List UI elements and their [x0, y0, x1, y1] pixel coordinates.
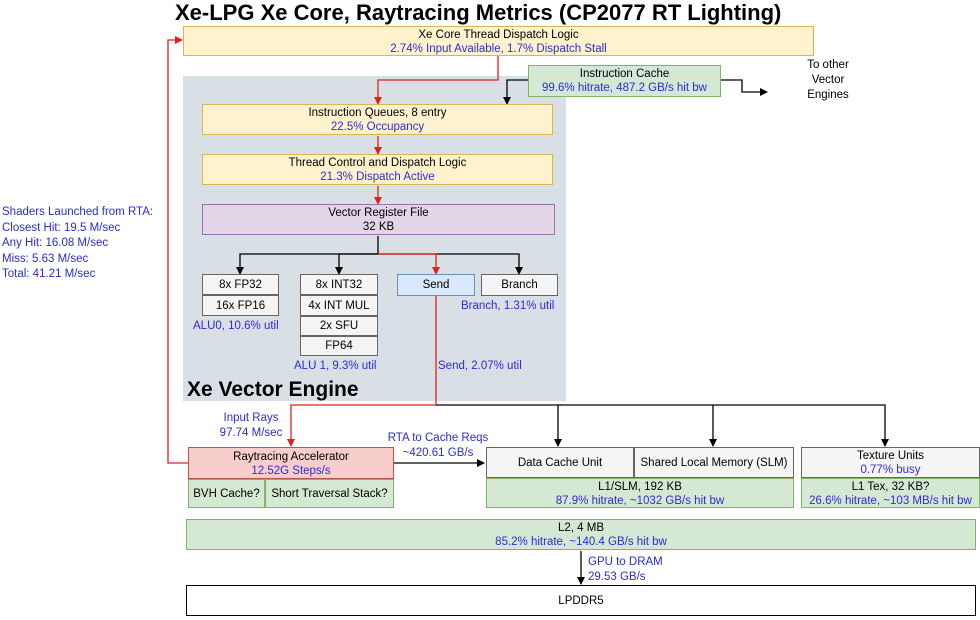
shared-local-memory: Shared Local Memory (SLM): [634, 447, 794, 478]
vrf-name: Vector Register File: [328, 207, 429, 219]
l2-name: L2, 4 MB: [557, 522, 605, 534]
l1-metric: 87.9% hitrate, ~1032 GB/s hit bw: [555, 495, 725, 507]
data-cache-unit: Data Cache Unit: [486, 447, 634, 478]
icache-name: Instruction Cache: [579, 68, 670, 80]
l1tex-metric: 26.6% hitrate, ~103 MB/s hit bw: [809, 495, 972, 507]
other-engines-label: To other Vector Engines: [798, 58, 858, 103]
shaders-any-hit: Any Hit: 16.08 M/sec: [2, 237, 109, 249]
alu1-intmul: 4x INT MUL: [300, 295, 378, 316]
vrf-size: 32 KB: [362, 221, 395, 233]
dispatch-name: Xe Core Thread Dispatch Logic: [418, 29, 579, 41]
l1-name: L1/SLM, 192 KB: [598, 481, 682, 493]
input-rays-value: 97.74 M/sec: [219, 427, 283, 439]
other-engines-line3: Engines: [807, 89, 849, 101]
shaders-heading: Shaders Launched from RTA:: [2, 206, 154, 218]
alu1-fp64: FP64: [300, 336, 378, 356]
l1-tex: L1 Tex, 32 KB? 26.6% hitrate, ~103 MB/s …: [801, 478, 980, 508]
l1tex-name: L1 Tex, 32 KB?: [851, 481, 930, 493]
rta-metric: 12.52G Steps/s: [251, 465, 331, 477]
bvh-cache: BVH Cache?: [188, 479, 265, 508]
iqueue-name: Instruction Queues, 8 entry: [308, 107, 447, 119]
raytracing-accelerator: Raytracing Accelerator 12.52G Steps/s: [188, 447, 394, 479]
vector-engine-label: Xe Vector Engine: [187, 378, 359, 401]
gpu-to-dram: GPU to DRAM 29.53 GB/s: [588, 555, 663, 585]
l2-cache: L2, 4 MB 85.2% hitrate, ~140.4 GB/s hit …: [186, 519, 976, 550]
tcontrol-name: Thread Control and Dispatch Logic: [288, 157, 467, 169]
branch-unit: Branch: [481, 274, 558, 296]
dram-link-label: GPU to DRAM: [588, 556, 663, 568]
input-rays: Input Rays 97.74 M/sec: [218, 411, 284, 441]
other-engines-line2: Vector: [811, 74, 845, 86]
shaders-closest-hit: Closest Hit: 19.5 M/sec: [2, 221, 121, 234]
tcontrol-metric: 21.3% Dispatch Active: [320, 171, 435, 183]
send-unit: Send: [397, 274, 475, 296]
alu1-metric: ALU 1, 9.3% util: [294, 360, 377, 372]
alu1-sfu: 2x SFU: [300, 316, 378, 336]
tex-metric: 0.77% busy: [860, 464, 921, 476]
alu0-fp16: 16x FP16: [202, 295, 279, 316]
alu0-fp32: 8x FP32: [202, 274, 279, 295]
alu1-int32: 8x INT32: [300, 274, 378, 295]
dispatch-metric: 2.74% Input Available, 1.7% Dispatch Sta…: [390, 43, 607, 55]
icache-metric: 99.6% hitrate, 487.2 GB/s hit bw: [542, 82, 707, 94]
other-engines-line1: To other: [807, 59, 849, 71]
iqueue-metric: 22.5% Occupancy: [330, 121, 425, 133]
rta-cache-label: RTA to Cache Reqs: [387, 432, 489, 444]
shaders-launched: Shaders Launched from RTA: Closest Hit: …: [2, 205, 153, 283]
thread-control: Thread Control and Dispatch Logic 21.3% …: [202, 154, 553, 185]
alu0-metric: ALU0, 10.6% util: [193, 320, 279, 332]
shaders-miss: Miss: 5.63 M/sec: [2, 252, 89, 265]
input-rays-label: Input Rays: [223, 412, 279, 424]
shaders-total: Total: 41.21 M/sec: [2, 268, 96, 280]
branch-metric: Branch, 1.31% util: [461, 300, 555, 312]
instruction-cache: Instruction Cache 99.6% hitrate, 487.2 G…: [528, 65, 721, 97]
short-traversal-stack: Short Traversal Stack?: [265, 479, 394, 508]
texture-units: Texture Units 0.77% busy: [801, 447, 980, 478]
thread-dispatch-logic: Xe Core Thread Dispatch Logic 2.74% Inpu…: [183, 26, 814, 56]
rta-cache-value: ~420.61 GB/s: [402, 447, 474, 459]
l2-metric: 85.2% hitrate, ~140.4 GB/s hit bw: [495, 536, 667, 548]
tex-name: Texture Units: [856, 450, 925, 462]
rta-cache-reqs: RTA to Cache Reqs ~420.61 GB/s: [383, 431, 493, 461]
vector-register-file: Vector Register File 32 KB: [202, 204, 555, 235]
instruction-queues: Instruction Queues, 8 entry 22.5% Occupa…: [202, 104, 553, 135]
dram-link-value: 29.53 GB/s: [588, 571, 646, 583]
rta-name: Raytracing Accelerator: [233, 451, 349, 463]
send-metric: Send, 2.07% util: [438, 360, 522, 372]
page-title: Xe-LPG Xe Core, Raytracing Metrics (CP20…: [175, 0, 782, 25]
l1-slm: L1/SLM, 192 KB 87.9% hitrate, ~1032 GB/s…: [486, 478, 794, 508]
lpddr5-memory: LPDDR5: [186, 585, 976, 616]
